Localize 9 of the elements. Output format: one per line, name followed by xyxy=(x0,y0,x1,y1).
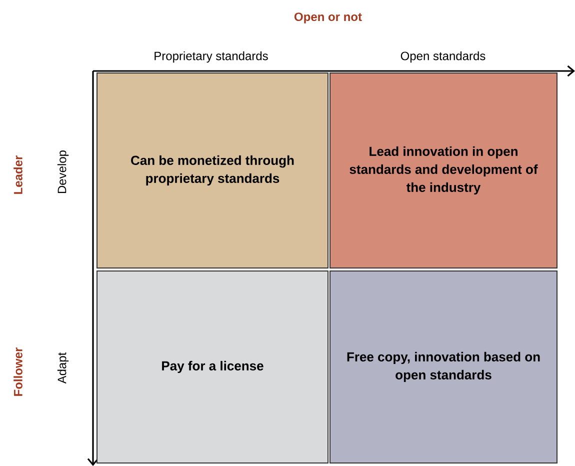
axis-title: Follower xyxy=(14,348,22,396)
axis-label: Adapt xyxy=(57,352,69,384)
quadrant-box: Can be monetized through proprietary standards xyxy=(96,72,328,268)
quadrant-box: Lead innovation in open standards and development of the industry xyxy=(330,72,558,268)
axis-title: Leader xyxy=(14,156,22,194)
axis-label: Develop xyxy=(57,150,69,194)
quadrant-box: Pay for a license xyxy=(96,270,328,464)
quadrant-box: Free copy, innovation based on open standards xyxy=(330,270,558,464)
axis-title: Open or not xyxy=(294,12,362,24)
